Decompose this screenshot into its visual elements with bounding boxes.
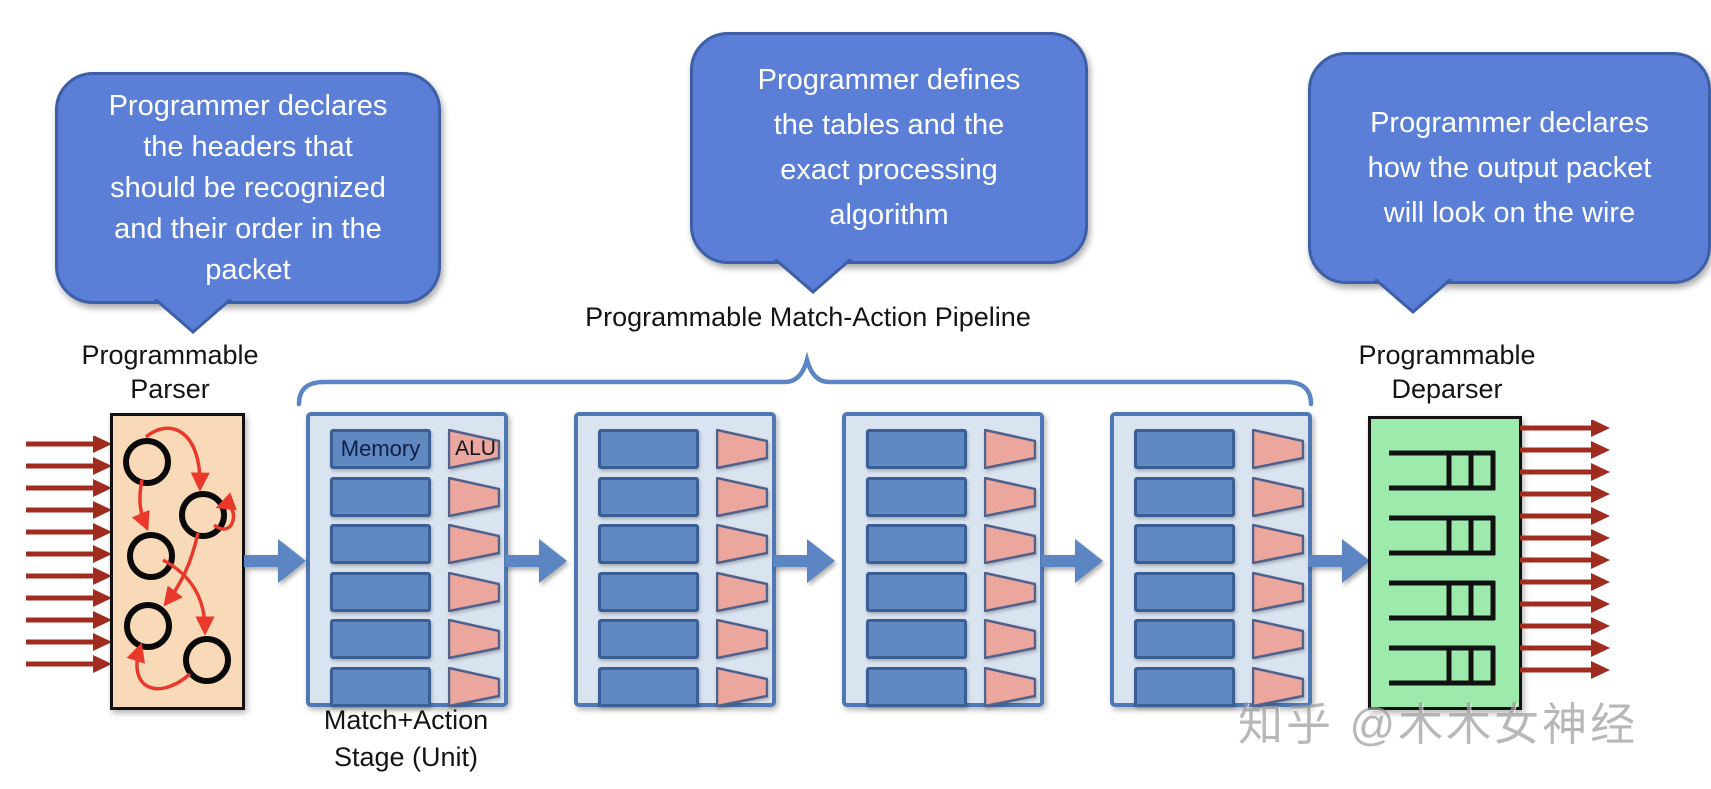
deparser-callout-bubble: Programmer declares how the output packe… bbox=[1308, 52, 1711, 314]
alu-block bbox=[984, 619, 1036, 659]
alu-block bbox=[1252, 477, 1304, 517]
memory-block bbox=[1134, 667, 1235, 707]
memory-block bbox=[866, 429, 967, 469]
memory-block bbox=[866, 667, 967, 707]
memory-block bbox=[330, 572, 431, 612]
alu-block bbox=[448, 524, 500, 564]
alu-block bbox=[1252, 524, 1304, 564]
memory-block bbox=[330, 524, 431, 564]
alu-label: ALU bbox=[455, 437, 496, 460]
alu-block bbox=[1252, 667, 1304, 707]
memory-block bbox=[1134, 572, 1235, 612]
parser-box bbox=[110, 413, 245, 710]
memory-block bbox=[598, 572, 699, 612]
memory-block bbox=[598, 429, 699, 469]
memory-block bbox=[1134, 619, 1235, 659]
pipeline-flow-arrow bbox=[1308, 539, 1370, 583]
watermark: 知乎 @木木女神经 bbox=[1238, 699, 1639, 750]
memory-block bbox=[598, 524, 699, 564]
alu-block bbox=[984, 524, 1036, 564]
alu-block bbox=[448, 667, 500, 707]
alu-block bbox=[716, 429, 768, 469]
pipeline-callout-tail bbox=[774, 259, 852, 294]
memory-block bbox=[598, 619, 699, 659]
pipeline-flow-arrow bbox=[244, 539, 306, 583]
match-action-stage bbox=[1110, 412, 1312, 707]
alu-block bbox=[716, 572, 768, 612]
memory-block bbox=[330, 477, 431, 517]
alu-block bbox=[448, 619, 500, 659]
pipeline-flow-arrow bbox=[1041, 539, 1103, 583]
packet-input-arrows bbox=[26, 436, 112, 673]
alu-block bbox=[1252, 429, 1304, 469]
alu-block bbox=[1252, 572, 1304, 612]
parser-label: Programmable Parser bbox=[81, 340, 259, 404]
memory-block bbox=[598, 667, 699, 707]
pipeline-flow-arrow bbox=[505, 539, 567, 583]
pipeline-label: Programmable Match-Action Pipeline bbox=[585, 302, 1031, 332]
alu-block bbox=[984, 572, 1036, 612]
deparser-label: Programmable Deparser bbox=[1358, 340, 1536, 404]
alu-block bbox=[716, 524, 768, 564]
pipeline-flow-arrow bbox=[773, 539, 835, 583]
alu-block bbox=[448, 477, 500, 517]
memory-block bbox=[866, 524, 967, 564]
match-action-stage bbox=[842, 412, 1044, 707]
memory-label: Memory bbox=[340, 436, 421, 461]
deparser-callout-tail bbox=[1374, 279, 1452, 314]
pipeline-callout-text: Programmer defines the tables and the ex… bbox=[757, 64, 1021, 231]
match-action-stage: Memory ALU bbox=[306, 412, 508, 707]
memory-block bbox=[598, 477, 699, 517]
alu-block bbox=[716, 477, 768, 517]
alu-block bbox=[984, 477, 1036, 517]
alu-block bbox=[984, 667, 1036, 707]
memory-block bbox=[866, 619, 967, 659]
packet-output-arrows bbox=[1520, 420, 1610, 679]
alu-block bbox=[1252, 619, 1304, 659]
parser-callout-text: Programmer declares the headers that sho… bbox=[108, 89, 388, 286]
deparser-box bbox=[1368, 416, 1522, 710]
memory-block bbox=[330, 667, 431, 707]
memory-block bbox=[866, 572, 967, 612]
memory-block bbox=[1134, 524, 1235, 564]
stage-label: Match+Action Stage (Unit) bbox=[323, 705, 489, 772]
pipeline-brace bbox=[296, 352, 1314, 407]
parser-state-machine bbox=[123, 426, 237, 691]
alu-block: ALU bbox=[448, 429, 500, 469]
parser-callout-bubble: Programmer declares the headers that sho… bbox=[55, 72, 441, 334]
memory-block bbox=[1134, 429, 1235, 469]
deparser-callout-text: Programmer declares how the output packe… bbox=[1367, 106, 1652, 229]
alu-block bbox=[448, 572, 500, 612]
memory-block bbox=[330, 619, 431, 659]
pipeline-callout-bubble: Programmer defines the tables and the ex… bbox=[690, 32, 1088, 294]
alu-block bbox=[716, 619, 768, 659]
alu-block bbox=[716, 667, 768, 707]
match-action-stage bbox=[574, 412, 776, 707]
memory-block bbox=[1134, 477, 1235, 517]
memory-block bbox=[866, 477, 967, 517]
memory-block: Memory bbox=[330, 429, 431, 469]
deparser-packet-glyphs bbox=[1389, 450, 1496, 686]
alu-block bbox=[984, 429, 1036, 469]
parser-callout-tail bbox=[154, 299, 232, 334]
